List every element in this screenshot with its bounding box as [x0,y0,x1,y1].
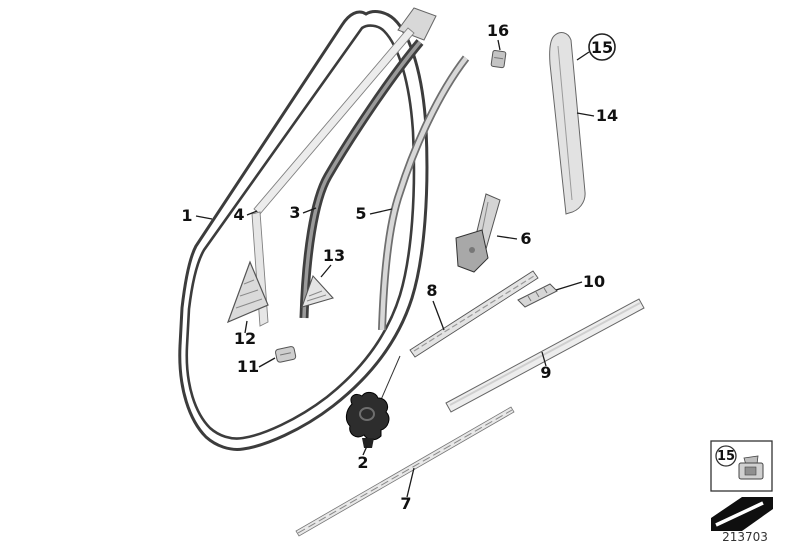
callout-4[interactable]: 4 [233,205,244,224]
arrow-stripe [715,501,764,527]
clip-part-16[interactable] [490,50,507,69]
mirror-triangle-part-12[interactable] [226,260,269,324]
leader-1 [195,215,213,220]
part-6-bracket-hole [469,247,475,253]
part-7-segment-line [297,409,513,534]
part-2-hole [359,407,375,421]
leader-6 [496,235,518,240]
seal-3-core [302,40,422,319]
part-16-clip-detail [494,56,504,60]
inner-belt-strip-part-8[interactable] [409,270,539,358]
leader-14 [576,112,595,117]
part-10-tick [527,295,532,302]
callout-11[interactable]: 11 [237,357,259,376]
callout-12[interactable]: 12 [234,329,256,348]
clip-icon [738,455,764,480]
leader-11 [258,357,276,368]
callout-9[interactable]: 9 [540,363,551,382]
leader-16 [497,39,501,51]
callout-2[interactable]: 2 [357,453,368,472]
callout-1[interactable]: 1 [181,206,192,225]
legend-badge-circle [715,445,737,467]
leader-13 [320,264,332,278]
leader-5 [369,208,393,215]
callout-6[interactable]: 6 [520,229,531,248]
part-14-body[interactable] [549,32,586,215]
part-16-clip-body[interactable] [490,50,507,69]
part-12-hatch [239,289,259,297]
leader-lines [195,39,595,498]
part-12-hatch [235,298,263,309]
part-8-body[interactable] [409,270,539,358]
leader-9 [541,351,547,367]
outer-belt-strip-part-9[interactable] [445,298,645,413]
callout-5[interactable]: 5 [355,204,366,223]
callout-3[interactable]: 3 [289,203,300,222]
part-10-tick [535,291,540,298]
clip-icon-slot [744,466,757,476]
part-12-hatch [243,279,255,285]
part-13-body[interactable] [301,274,335,308]
trim-strip-part-4[interactable] [251,27,415,327]
leader-15 [576,51,590,61]
document-number: 213703 [722,530,768,544]
part-13-hatch [308,290,323,297]
leader-4 [246,210,258,216]
leader-7 [406,467,415,498]
b-pillar-trim-part-6[interactable] [455,193,501,273]
part-2-body[interactable] [345,391,390,441]
leader-10 [555,281,583,291]
pillar-cover-part-14[interactable] [549,32,586,215]
leader-8 [432,300,445,331]
leader-3 [302,207,317,214]
frame-5-face [379,56,468,331]
bracket-part-10[interactable] [517,283,558,308]
part-2-foot [362,438,374,448]
door-seal-outer-line[interactable] [178,10,429,451]
window-guide-seal-part-3[interactable] [299,39,424,319]
clip-part-11[interactable] [275,346,297,363]
window-frame-part-5[interactable] [378,55,470,331]
legend-badge-number: 15 [717,449,735,464]
leader-12 [244,320,248,334]
leader-2 [362,445,368,456]
callout-14[interactable]: 14 [596,106,618,125]
triangle-piece-part-13[interactable] [301,274,335,308]
part-9-highlight [449,302,641,406]
callout-labels: 1 4 3 5 6 13 10 8 12 11 9 2 7 16 14 15 [181,21,618,513]
callout-15-circle[interactable] [588,33,616,61]
callout-16[interactable]: 16 [487,21,509,40]
part-13-hatch [306,294,327,302]
callout-7[interactable]: 7 [400,494,411,513]
callout-8[interactable]: 8 [426,281,437,300]
part-2-mount-line [379,355,401,403]
callout-10[interactable]: 10 [583,272,605,291]
callout-15[interactable]: 15 [591,38,613,57]
part-14-detail-line [557,45,573,201]
part-10-tick [543,287,548,294]
part-8-segment-line [413,275,535,352]
grommet-part-2[interactable] [345,355,401,448]
lower-strip-part-7[interactable] [295,406,515,537]
callout-13[interactable]: 13 [323,246,345,265]
part-11-clip-detail [280,352,291,356]
front-direction-arrow-icon [711,497,773,531]
part-10-body[interactable] [517,283,558,308]
legend-box: 15 [710,440,773,492]
